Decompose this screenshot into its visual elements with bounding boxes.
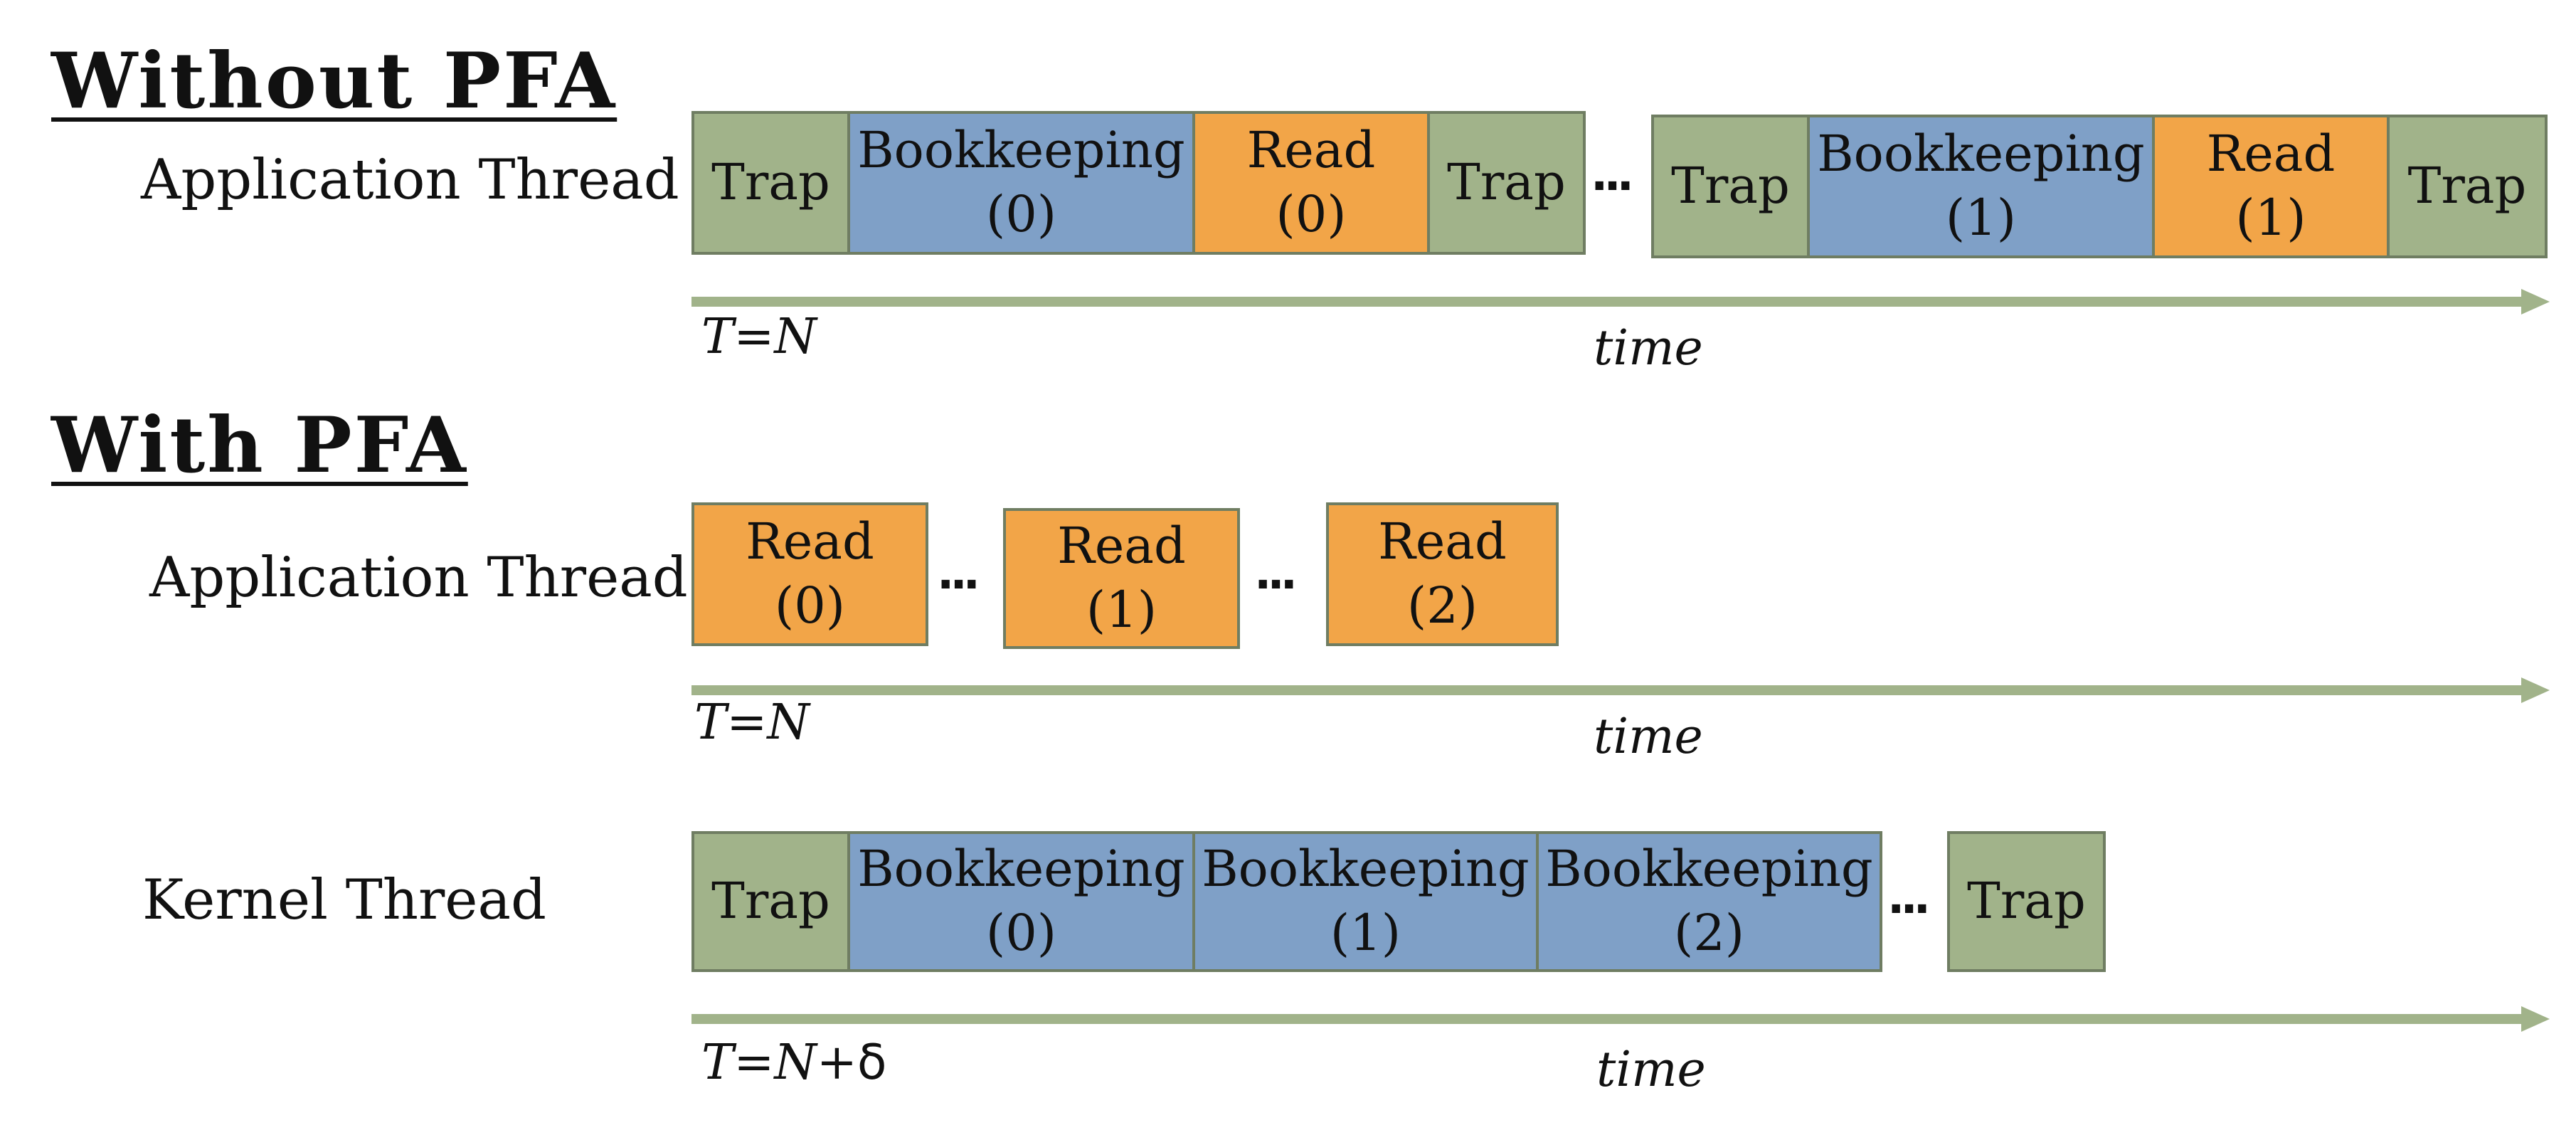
trap-block: Trap bbox=[1427, 111, 1586, 255]
block-index: (1) bbox=[2235, 189, 2306, 247]
block-text: Bookkeeping bbox=[1817, 125, 2145, 184]
read-block: Read (0) bbox=[1192, 111, 1430, 255]
time-axis-label: time bbox=[1594, 709, 1703, 765]
time-axis-arrow bbox=[691, 1006, 2550, 1032]
time-axis-arrow bbox=[691, 677, 2550, 703]
block-text: Bookkeeping bbox=[1202, 840, 1530, 899]
block-index: (1) bbox=[1330, 904, 1401, 962]
block-index: (0) bbox=[774, 576, 846, 635]
heading-with-pfa: With PFA bbox=[51, 401, 468, 490]
bookkeeping-block: Bookkeeping (2) bbox=[1536, 831, 1882, 972]
start-time-label: T=N bbox=[694, 695, 810, 751]
ellipsis: ... bbox=[1887, 872, 1931, 924]
block-index: (0) bbox=[985, 904, 1057, 962]
bookkeeping-block: Bookkeeping (0) bbox=[847, 111, 1195, 255]
block-text: Read bbox=[2206, 125, 2336, 184]
time-axis-label: time bbox=[1596, 1042, 1706, 1098]
block-text: Bookkeeping bbox=[857, 840, 1185, 899]
trap-block: Trap bbox=[1651, 115, 1810, 258]
ellipsis: ... bbox=[937, 547, 980, 600]
read-block: Read (2) bbox=[1326, 502, 1559, 646]
block-text: Trap bbox=[2407, 157, 2527, 216]
start-time-label: T=N bbox=[701, 309, 817, 365]
bookkeeping-block: Bookkeeping (1) bbox=[1192, 831, 1539, 972]
delta-symbol: δ bbox=[857, 1035, 887, 1091]
time-axis-label: time bbox=[1594, 320, 1703, 376]
read-block: Read (0) bbox=[691, 502, 928, 646]
start-time-label: T=N+δ bbox=[701, 1039, 886, 1087]
time-axis-arrow bbox=[691, 289, 2550, 315]
block-index: (1) bbox=[1086, 581, 1157, 639]
block-text: Read bbox=[1057, 517, 1186, 576]
trap-block: Trap bbox=[691, 831, 850, 972]
block-text: Trap bbox=[1967, 872, 2086, 931]
block-text: Bookkeeping bbox=[1545, 840, 1873, 899]
block-text: Trap bbox=[1671, 157, 1790, 216]
block-index: (2) bbox=[1673, 904, 1745, 962]
trap-block: Trap bbox=[2387, 115, 2548, 258]
ellipsis: ... bbox=[1254, 547, 1298, 600]
block-text: Bookkeeping bbox=[857, 121, 1185, 180]
block-text: Read bbox=[746, 512, 874, 571]
block-index: (1) bbox=[1945, 189, 2017, 247]
block-text: Trap bbox=[711, 153, 830, 212]
ellipsis: ... bbox=[1591, 149, 1634, 201]
read-block: Read (1) bbox=[2152, 115, 2390, 258]
block-index: (0) bbox=[985, 185, 1057, 243]
application-thread-label: Application Thread bbox=[149, 546, 688, 610]
kernel-thread-label: Kernel Thread bbox=[142, 868, 546, 932]
block-text: Trap bbox=[711, 872, 830, 931]
bookkeeping-block: Bookkeeping (0) bbox=[847, 831, 1195, 972]
application-thread-label: Application Thread bbox=[141, 148, 679, 212]
bookkeeping-block: Bookkeeping (1) bbox=[1807, 115, 2155, 258]
start-time-text: T=N+ bbox=[701, 1035, 857, 1091]
block-index: (0) bbox=[1276, 185, 1347, 243]
heading-without-pfa: Without PFA bbox=[51, 36, 618, 126]
trap-block: Trap bbox=[691, 111, 850, 255]
block-text: Read bbox=[1378, 512, 1507, 571]
block-index: (2) bbox=[1406, 576, 1478, 635]
block-text: Trap bbox=[1447, 153, 1566, 212]
read-block: Read (1) bbox=[1003, 508, 1240, 649]
trap-block: Trap bbox=[1947, 831, 2106, 972]
block-text: Read bbox=[1246, 121, 1376, 180]
